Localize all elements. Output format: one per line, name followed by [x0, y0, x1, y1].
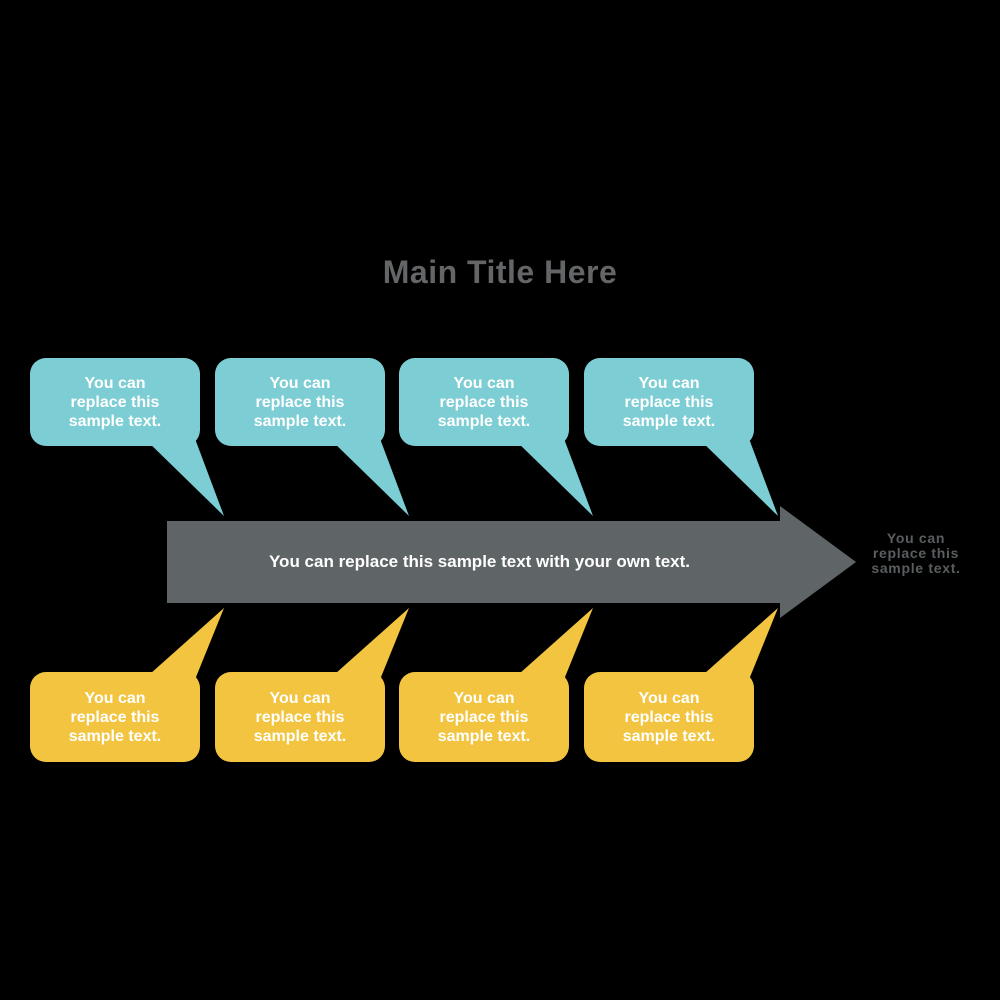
speech-bubble-shape: [584, 608, 778, 762]
bubble-body: [399, 358, 569, 446]
bubble-body: [30, 358, 200, 446]
callout-top-4: You can replace this sample text.: [584, 358, 784, 518]
callout-text: You can replace this sample text.: [253, 689, 347, 745]
callout-text: You can replace this sample text.: [437, 689, 531, 745]
bubble-tail: [511, 436, 593, 516]
callout-bottom-1: You can replace this sample text.: [30, 600, 230, 764]
callout-top-2: You can replace this sample text.: [215, 358, 415, 518]
bubble-body: [399, 672, 569, 762]
callout-text: You can replace this sample text.: [68, 374, 162, 430]
bubble-tail: [142, 436, 224, 516]
callout-text: You can replace this sample text.: [622, 374, 716, 430]
bubble-tail: [510, 608, 593, 682]
arrow-shape: [167, 506, 856, 618]
callout-text: You can replace this sample text.: [253, 374, 347, 430]
bubble-body: [30, 672, 200, 762]
speech-bubble-shape: [399, 358, 593, 516]
bubble-tail: [696, 436, 778, 516]
speech-bubble-shape: [215, 358, 409, 516]
bubble-tail: [326, 608, 409, 682]
speech-bubble-shape: [30, 358, 224, 516]
callout-text: You can replace this sample text.: [68, 689, 162, 745]
callout-text: You can replace this sample text.: [437, 374, 531, 430]
arrow-label: You can replace this sample text with yo…: [268, 552, 690, 571]
speech-bubble-shape: [584, 358, 778, 516]
bubble-body: [584, 672, 754, 762]
end-note: You can replace this sample text.: [871, 530, 961, 576]
callout-bottom-2: You can replace this sample text.: [215, 600, 415, 764]
speech-bubble-shape: [30, 608, 224, 762]
bubble-tail: [327, 436, 409, 516]
bubble-tail: [695, 608, 778, 682]
speech-bubble-shape: [399, 608, 593, 762]
callout-bottom-3: You can replace this sample text.: [399, 600, 599, 764]
diagram-title: Main Title Here: [382, 254, 618, 290]
bubble-body: [215, 358, 385, 446]
callout-text: You can replace this sample text.: [622, 689, 716, 745]
arrow-polygon: [167, 506, 856, 618]
process-arrow: You can replace this sample text with yo…: [167, 506, 857, 618]
callout-top-3: You can replace this sample text.: [399, 358, 599, 518]
bubble-tail: [141, 608, 224, 682]
callout-top-1: You can replace this sample text.: [30, 358, 230, 518]
bubble-body: [584, 358, 754, 446]
speech-bubble-shape: [215, 608, 409, 762]
bubble-body: [215, 672, 385, 762]
callout-bottom-4: You can replace this sample text.: [584, 600, 784, 764]
